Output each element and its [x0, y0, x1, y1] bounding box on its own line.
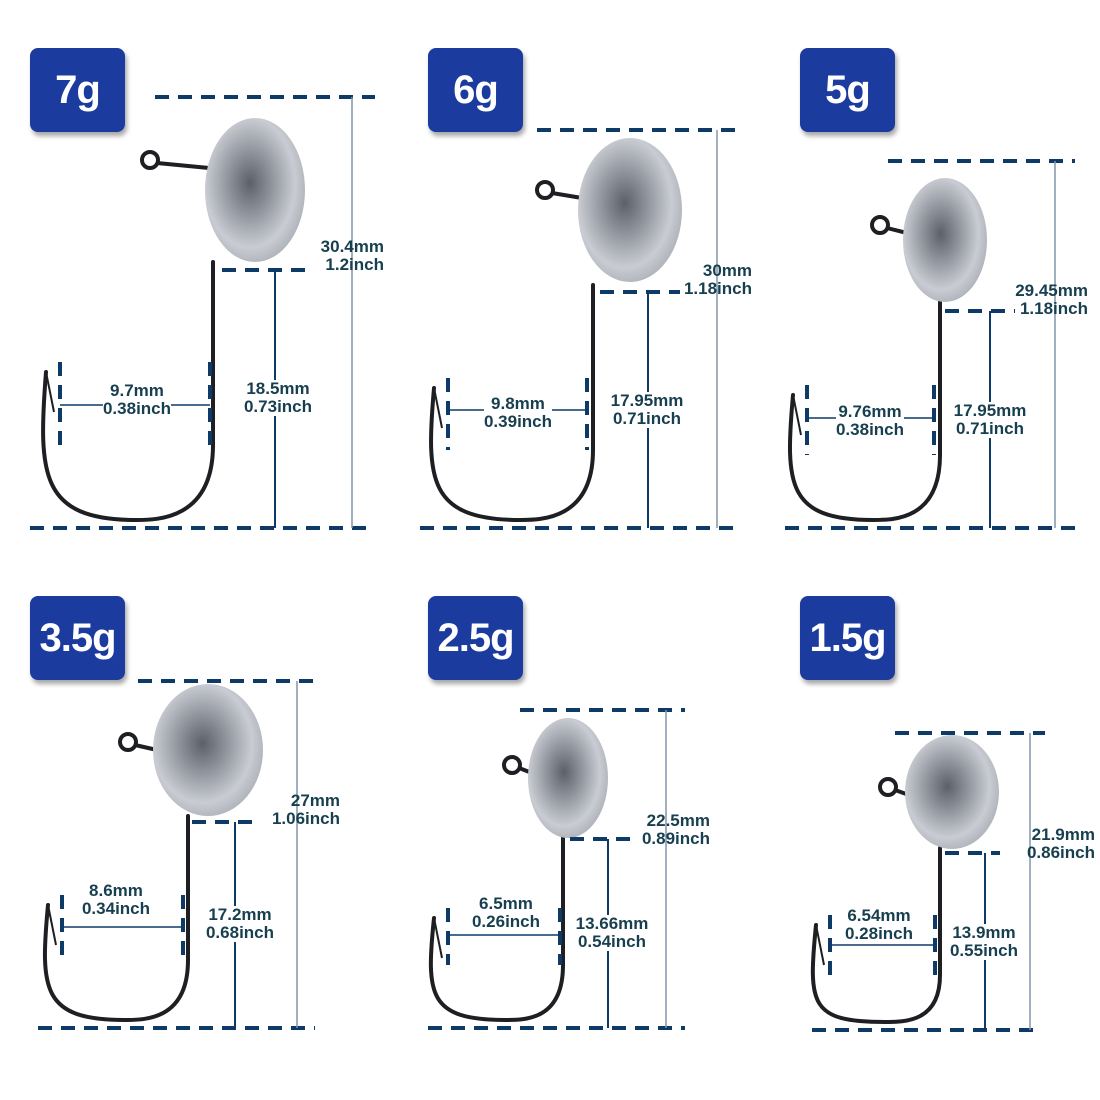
eye-wire: [551, 191, 583, 200]
hook-shank: [42, 814, 190, 1023]
hook-gap-label-inch: 0.39inch: [483, 412, 553, 431]
total-length-label-inch: 1.06inch: [271, 809, 340, 828]
total-length-label-mm: 21.9mm: [1031, 825, 1095, 844]
lead-head: [528, 718, 608, 838]
total-length-label-inch: 1.18inch: [1019, 299, 1088, 318]
lead-head: [905, 735, 999, 849]
hook-gap-label-mm: 9.8mm: [491, 394, 545, 413]
line-eye: [140, 150, 160, 170]
weight-badge: 7g: [30, 48, 125, 132]
shank-length-label-mm: 17.2mm: [208, 905, 272, 924]
hook-gap-label-mm: 6.54mm: [847, 906, 911, 925]
shank-length-label-inch: 0.55inch: [949, 941, 1019, 960]
total-length-label-mm: 27mm: [290, 791, 340, 810]
weight-badge: 6g: [428, 48, 523, 132]
hook-barb: [815, 924, 825, 966]
shank-length-label-mm: 18.5mm: [246, 379, 310, 398]
hook-gap-label-mm: 6.5mm: [479, 894, 533, 913]
hook-shank: [787, 300, 942, 523]
hook-gap-label-mm: 9.76mm: [838, 402, 902, 421]
lead-head: [903, 178, 987, 302]
line-eye: [118, 732, 138, 752]
total-length-label-inch: 1.2inch: [325, 255, 384, 274]
total-length-label-mm: 30mm: [702, 261, 752, 280]
line-eye: [878, 777, 898, 797]
shank-length-label-inch: 0.54inch: [577, 932, 647, 951]
hook-gap-label-inch: 0.38inch: [102, 399, 172, 418]
hook-gap-label-inch: 0.26inch: [471, 912, 541, 931]
shank-length-label-inch: 0.73inch: [243, 397, 313, 416]
hook-gap-label-mm: 9.7mm: [110, 381, 164, 400]
shank-length-label-inch: 0.71inch: [955, 419, 1025, 438]
shank-length-label-inch: 0.71inch: [612, 409, 682, 428]
weight-badge: 5g: [800, 48, 895, 132]
line-eye: [870, 215, 890, 235]
shank-length-label-mm: 17.95mm: [610, 391, 684, 410]
total-length-label-mm: 22.5mm: [646, 811, 710, 830]
hook-shank: [810, 846, 942, 1025]
hook-gap-label-mm: 8.6mm: [89, 881, 143, 900]
weight-badge: 3.5g: [30, 596, 125, 680]
hook-barb: [433, 387, 443, 429]
shank-length-label-inch: 0.68inch: [205, 923, 275, 942]
shank-length-label-mm: 13.9mm: [952, 923, 1016, 942]
hook-shank: [41, 260, 215, 523]
hook-gap-label-inch: 0.34inch: [81, 899, 151, 918]
hook-gap-label-inch: 0.38inch: [835, 420, 905, 439]
hook-barb: [45, 371, 55, 413]
total-length-label-inch: 1.18inch: [683, 279, 752, 298]
weight-badge: 2.5g: [428, 596, 523, 680]
total-length-label-inch: 0.86inch: [1026, 843, 1095, 862]
hook-shank: [428, 834, 565, 1023]
hook-barb: [47, 904, 57, 946]
hook-gap-label-inch: 0.28inch: [844, 924, 914, 943]
weight-badge: 1.5g: [800, 596, 895, 680]
lead-head: [153, 684, 263, 816]
line-eye: [535, 180, 555, 200]
shank-length-label-mm: 17.95mm: [953, 401, 1027, 420]
total-length-label-mm: 30.4mm: [320, 237, 384, 256]
shank-length-label-mm: 13.66mm: [575, 914, 649, 933]
total-length-label-mm: 29.45mm: [1015, 281, 1088, 300]
eye-wire: [156, 161, 210, 170]
lead-head: [205, 118, 305, 262]
hook-barb: [792, 394, 802, 436]
hook-shank: [429, 283, 595, 523]
hook-barb: [433, 917, 443, 959]
total-length-label-inch: 0.89inch: [641, 829, 710, 848]
line-eye: [502, 755, 522, 775]
lead-head: [578, 138, 682, 282]
